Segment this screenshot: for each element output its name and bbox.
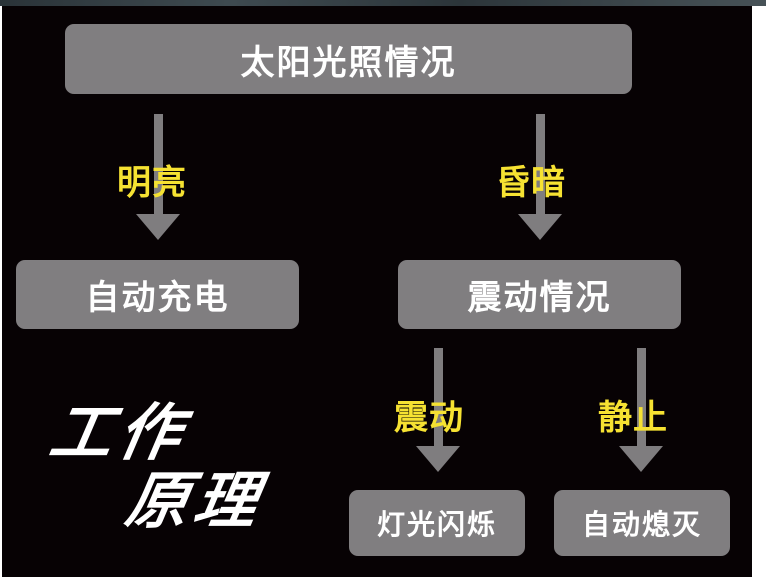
- arrow-shaft: [536, 114, 545, 216]
- arrow-shaft: [434, 348, 443, 448]
- edge-label-vibrating: 震动: [394, 398, 464, 438]
- vibration-status-node: 震动情况: [398, 260, 681, 329]
- edge-label-bright: 明亮: [117, 163, 187, 203]
- title-line-2: 原理: [120, 464, 270, 537]
- root-node: 太阳光照情况: [65, 24, 632, 94]
- root-node-label: 太阳光照情况: [240, 42, 457, 83]
- top-photo-strip: [0, 0, 766, 6]
- arrow-head: [619, 446, 663, 472]
- arrow-head: [416, 446, 460, 472]
- vibration-status-node-label: 震动情况: [467, 278, 612, 318]
- edge-label-dark: 昏暗: [496, 163, 566, 203]
- arrow-shaft: [154, 114, 163, 216]
- auto-off-node-label: 自动熄灭: [581, 508, 702, 541]
- light-flashing-node: 灯光闪烁: [349, 490, 525, 556]
- arrow-status-to-vibrating: [416, 348, 460, 472]
- edge-label-still: 静止: [598, 398, 668, 438]
- arrow-shaft: [637, 348, 646, 448]
- arrow-root-to-bright: [136, 114, 180, 240]
- arrow-root-to-dark: [518, 114, 562, 240]
- auto-off-node: 自动熄灭: [554, 490, 730, 556]
- arrow-head: [136, 214, 180, 240]
- arrow-head: [518, 214, 562, 240]
- auto-charge-node: 自动充电: [16, 260, 299, 329]
- arrow-status-to-still: [619, 348, 663, 472]
- auto-charge-node-label: 自动充电: [85, 278, 230, 318]
- light-flashing-node-label: 灯光闪烁: [376, 508, 497, 541]
